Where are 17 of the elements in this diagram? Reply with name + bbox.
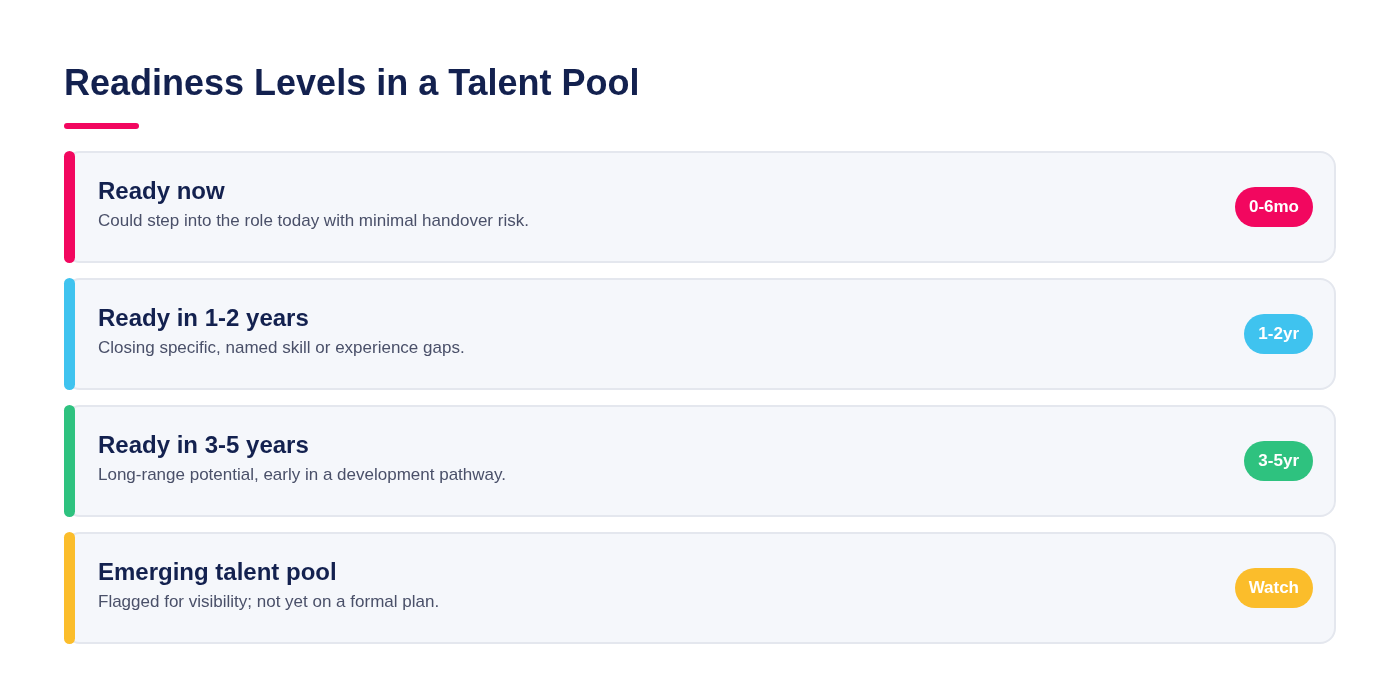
duration-badge: Watch (1234, 568, 1313, 608)
readiness-card (64, 532, 1336, 644)
readiness-card (64, 278, 1336, 390)
duration-badge: 3-5yr (1244, 441, 1313, 481)
card-title: Ready now (98, 177, 225, 205)
readiness-card (64, 151, 1336, 263)
card-description: Long-range potential, early in a development pathway. (98, 465, 506, 485)
duration-badge: 0-6mo (1234, 187, 1313, 227)
card-title: Ready in 1-2 years (98, 304, 309, 332)
card-description: Could step into the role today with minimal handover risk. (98, 211, 529, 231)
card-description: Flagged for visibility; not yet on a formal plan. (98, 592, 440, 612)
card-title: Emerging talent pool (98, 558, 337, 586)
card-description: Closing specific, named skill or experience gaps. (98, 338, 465, 358)
duration-badge: 1-2yr (1244, 314, 1313, 354)
diagram-title: Readiness Levels in a Talent Pool (64, 62, 640, 104)
readiness-card (64, 405, 1336, 517)
card-title: Ready in 3-5 years (98, 431, 309, 459)
